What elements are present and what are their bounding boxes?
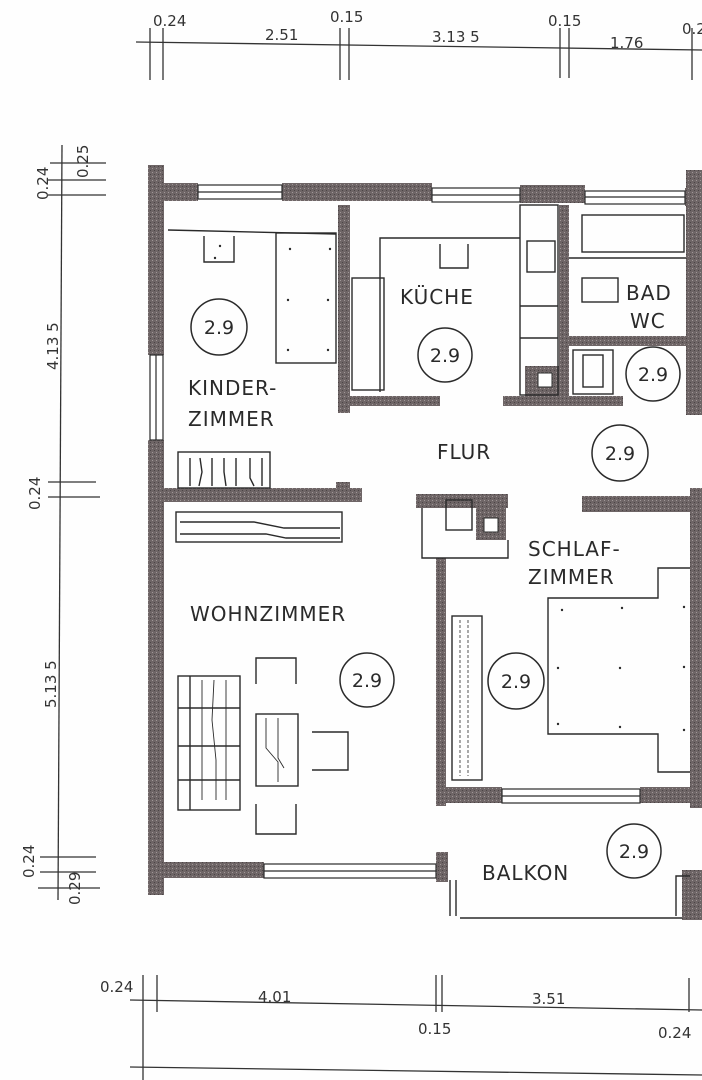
room-label: WOHNZIMMER xyxy=(190,602,346,626)
room-label: SCHLAF- xyxy=(528,537,621,561)
windows xyxy=(149,184,686,879)
ceiling-height-circle xyxy=(190,298,248,356)
ceiling-height: 2.9 xyxy=(638,364,668,386)
dim-top-5: 1.76 xyxy=(610,34,643,52)
kueche-counter xyxy=(379,237,520,392)
furniture xyxy=(167,204,690,919)
ceiling-height: 2.9 xyxy=(501,671,531,693)
dim-top-2: 0.15 xyxy=(330,8,363,26)
flur-wardrobe xyxy=(421,508,509,559)
room-wohnzimmer: WOHNZIMMER 2.9 xyxy=(190,602,395,708)
chimney-flue xyxy=(483,517,499,533)
kueche-side-counter xyxy=(351,277,385,391)
ceiling-height: 2.9 xyxy=(619,841,649,863)
dim-top-0: 0.24 xyxy=(153,12,186,30)
wohn-sideboard xyxy=(175,511,343,543)
dim-left-0: 0.24 xyxy=(34,167,52,200)
dim-bottom-1: 4.01 xyxy=(258,988,291,1006)
room-label: WC xyxy=(630,309,666,333)
ceiling-height: 2.9 xyxy=(430,345,460,367)
room-bad: BAD WC 2.9 xyxy=(625,281,681,402)
room-label: BAD xyxy=(626,281,672,305)
kueche-sink xyxy=(439,244,469,269)
dim-bottom-2: 0.15 xyxy=(418,1020,451,1038)
walls xyxy=(148,165,702,920)
top-dimension-labels: 0.24 2.51 0.15 3.13 5 0.15 1.76 0.2 xyxy=(153,8,702,52)
dim-left-1: 0.25 xyxy=(74,145,92,178)
dim-top-4: 0.15 xyxy=(548,12,581,30)
room-label: ZIMMER xyxy=(188,407,275,431)
left-dimension-line xyxy=(38,144,106,901)
left-dimension-labels: 0.24 0.25 4.13 5 0.24 5.13 5 0.24 0.29 xyxy=(20,145,92,905)
dim-left-4: 5.13 5 xyxy=(42,660,60,708)
schlaf-wardrobe xyxy=(451,615,483,781)
wohn-chair-bottom xyxy=(255,804,297,835)
dim-top-1: 2.51 xyxy=(265,26,298,44)
bad-sink xyxy=(581,277,619,303)
ceiling-height-circle xyxy=(417,327,473,383)
ceiling-height-circle xyxy=(625,346,681,402)
bottom-dimension-labels: 0.24 4.01 0.15 3.51 0.24 xyxy=(100,978,691,1042)
dim-top-3: 3.13 5 xyxy=(432,28,480,46)
ceiling-height-circle xyxy=(487,652,545,710)
room-balkon: BALKON 2.9 xyxy=(482,823,662,885)
dim-left-3: 0.24 xyxy=(26,477,44,510)
bottom-dimension-line xyxy=(129,975,702,1080)
room-label: KÜCHE xyxy=(400,285,474,309)
room-kueche: KÜCHE 2.9 xyxy=(400,285,474,383)
ceiling-height-circle xyxy=(606,823,662,879)
room-flur: FLUR 2.9 xyxy=(437,424,649,482)
room-kinderzimmer: 2.9 KINDER- ZIMMER xyxy=(188,298,277,431)
dim-bottom-0: 0.24 xyxy=(100,978,133,996)
room-schlafzimmer: SCHLAF- ZIMMER 2.9 xyxy=(487,537,621,710)
bed-dots xyxy=(213,244,686,732)
dim-top-6: 0.2 xyxy=(682,20,702,38)
wohn-chair-right xyxy=(312,731,349,771)
schlaf-bed xyxy=(547,567,690,773)
room-label: ZIMMER xyxy=(528,565,615,589)
ceiling-height: 2.9 xyxy=(605,443,635,465)
kinder-shelf xyxy=(177,451,271,489)
wohn-chair-top xyxy=(255,657,297,684)
top-dimension-line xyxy=(135,28,702,80)
dim-bottom-4: 0.24 xyxy=(658,1024,691,1042)
bad-shaft xyxy=(537,372,553,388)
ceiling-height-circle xyxy=(591,424,649,482)
toilet xyxy=(572,349,614,395)
kinder-bed xyxy=(275,232,337,364)
room-label: BALKON xyxy=(482,861,569,885)
bathtub xyxy=(581,214,685,253)
kinder-chair xyxy=(203,236,235,263)
dim-left-2: 4.13 5 xyxy=(44,322,62,370)
ceiling-height: 2.9 xyxy=(204,317,234,339)
kueche-tall-unit xyxy=(519,204,559,396)
dim-left-5: 0.24 xyxy=(20,845,38,878)
wohn-sofa xyxy=(177,675,241,811)
ceiling-height-circle xyxy=(339,652,395,708)
dim-left-6: 0.29 xyxy=(66,872,84,905)
ceiling-height: 2.9 xyxy=(352,670,382,692)
wohn-table xyxy=(255,713,299,787)
room-label: KINDER- xyxy=(188,376,277,400)
room-label: FLUR xyxy=(437,440,491,464)
dim-bottom-3: 3.51 xyxy=(532,990,565,1008)
